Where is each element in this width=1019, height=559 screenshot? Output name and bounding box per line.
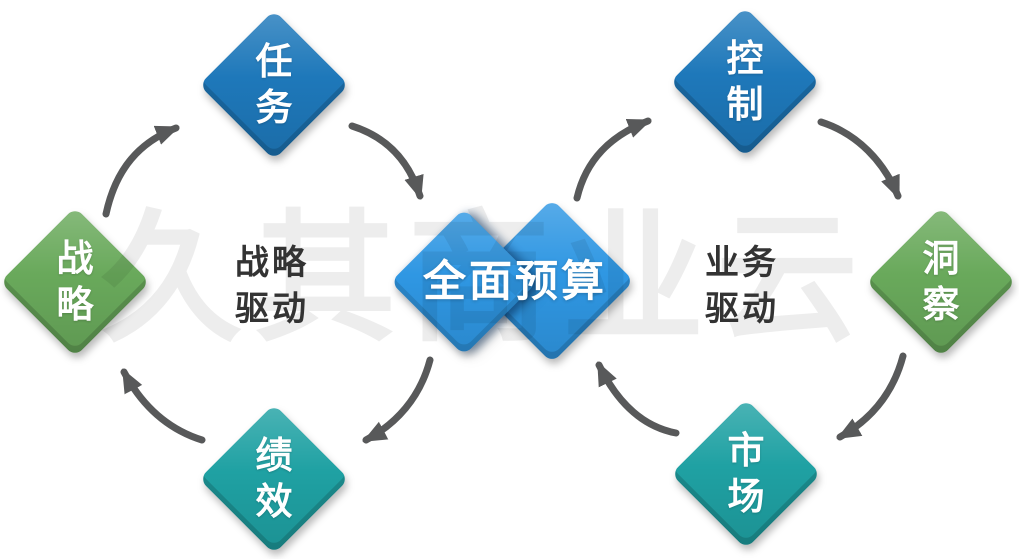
strategy-diamond xyxy=(0,207,150,357)
arrow-market-to-budget xyxy=(595,361,680,437)
business-driven-caption: 业务 驱动 xyxy=(705,244,779,328)
arrow-performance-to-strategy xyxy=(120,368,206,444)
node-control xyxy=(670,7,820,157)
node-strategy xyxy=(0,207,150,357)
performance-diamond xyxy=(199,404,349,554)
budget-front-diamond xyxy=(390,208,538,356)
node-task xyxy=(199,10,349,160)
market-diamond xyxy=(671,399,821,549)
node-performance xyxy=(199,404,349,554)
arrow-budget-to-performance xyxy=(362,356,434,444)
node-market xyxy=(671,399,821,549)
node-insight xyxy=(866,207,1016,357)
arrow-strategy-to-task xyxy=(102,124,180,218)
insight-diamond xyxy=(866,207,1016,357)
strategy-driven-caption: 战略 驱动 xyxy=(235,244,309,328)
arrow-task-to-budget xyxy=(348,122,424,200)
arrow-control-to-insight xyxy=(817,118,902,200)
control-diamond xyxy=(670,7,820,157)
arrow-budget-to-control xyxy=(573,117,652,202)
arrow-insight-to-market xyxy=(836,352,907,441)
task-diamond xyxy=(199,10,349,160)
node-budget-front xyxy=(390,208,538,356)
